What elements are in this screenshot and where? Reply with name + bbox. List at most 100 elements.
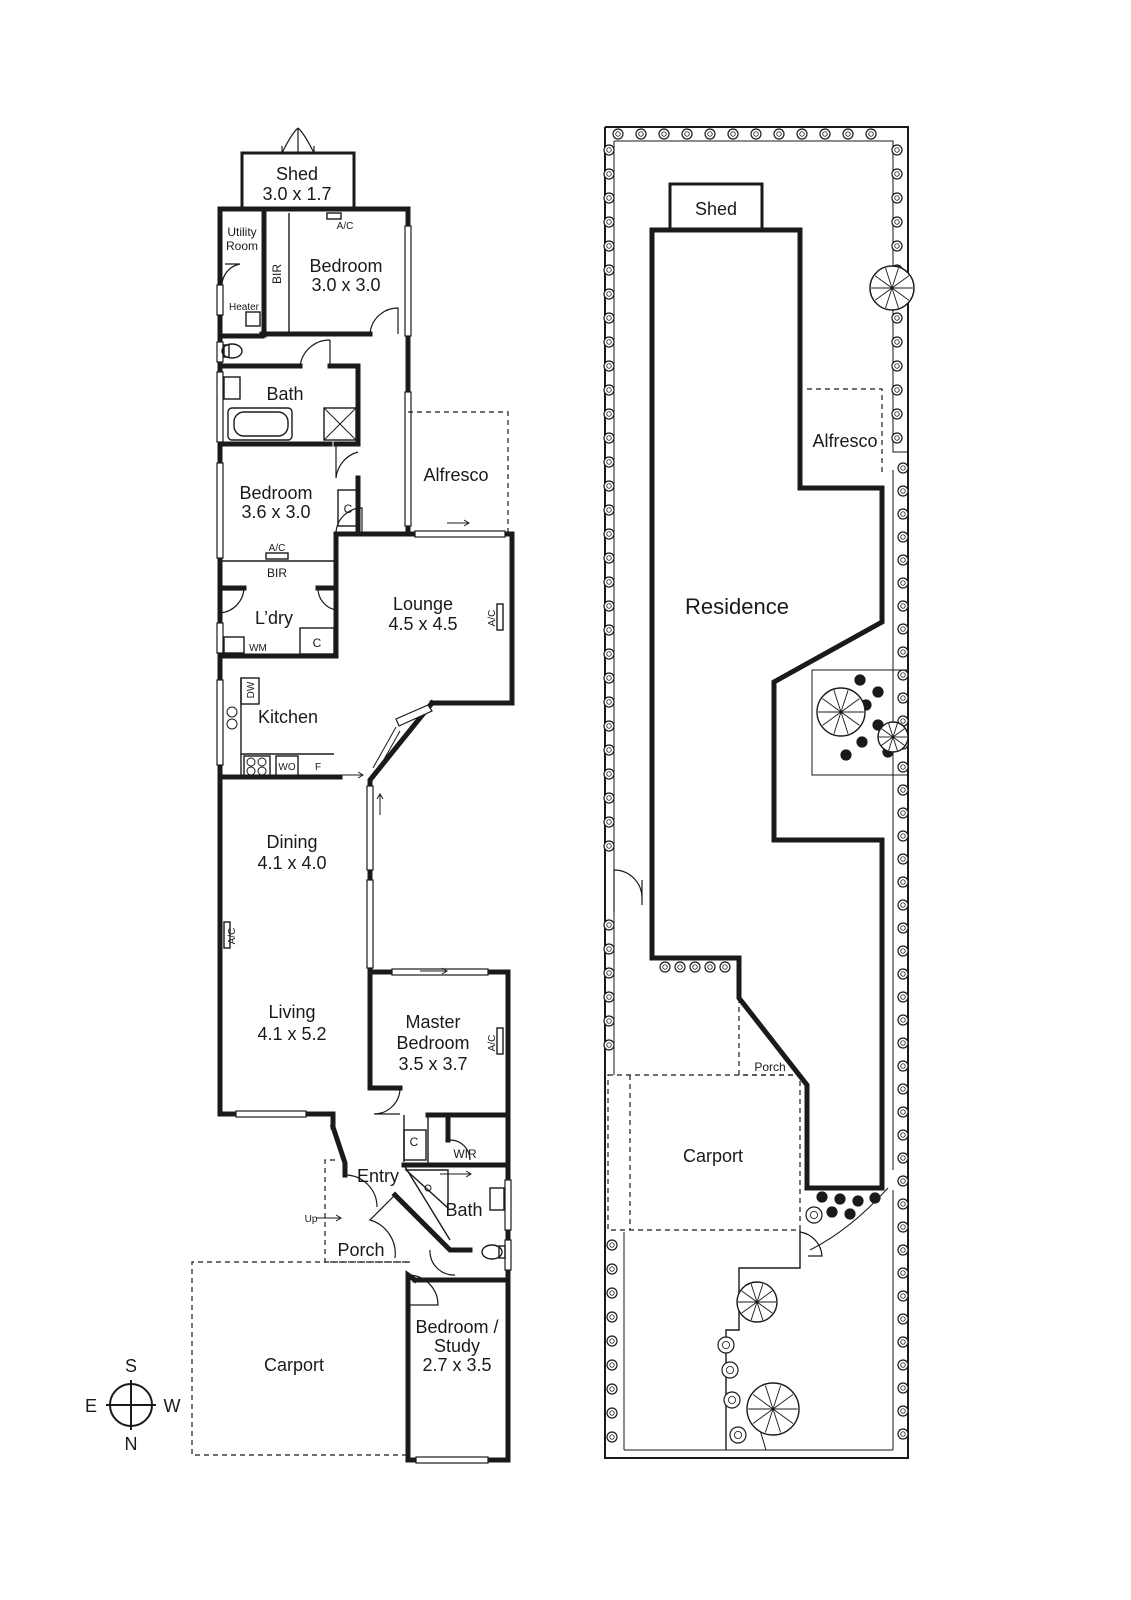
shrub-core: [730, 131, 736, 137]
ac-label-lounge: A/C: [487, 610, 498, 627]
shrub-core: [684, 131, 690, 137]
shrub: [603, 672, 615, 684]
tree-branch: [756, 1301, 764, 1321]
shrub: [603, 720, 615, 732]
shrub-core: [722, 964, 728, 970]
shrub: [603, 168, 615, 180]
shrub-core: [606, 243, 612, 249]
dining-label: Dining: [266, 832, 317, 852]
tree-branch: [892, 723, 898, 738]
shrub: [891, 432, 903, 444]
master-cupboard-label: C: [410, 1135, 419, 1149]
shrub: [897, 646, 909, 658]
shrub: [897, 1221, 909, 1233]
shrub-core: [606, 771, 612, 777]
wm-label: WM: [249, 643, 267, 654]
shrub-core: [900, 1086, 906, 1092]
shrub-core: [900, 764, 906, 770]
shrub-core: [900, 1270, 906, 1276]
shrub-core: [606, 651, 612, 657]
shrub: [603, 432, 615, 444]
shrub-core: [753, 131, 759, 137]
tree-branch: [752, 1408, 774, 1424]
shrub: [897, 577, 909, 589]
shrub-core: [900, 649, 906, 655]
shrub: [897, 761, 909, 773]
shrub: [897, 462, 909, 474]
shrub-core: [606, 1042, 612, 1048]
shrub-core: [894, 435, 900, 441]
shrub-core: [900, 1293, 906, 1299]
shrub-core: [900, 1155, 906, 1161]
shrub-core: [606, 147, 612, 153]
shrub: [606, 1263, 618, 1275]
shrub-core: [900, 948, 906, 954]
shrub-core: [606, 922, 612, 928]
compass-west: W: [164, 1396, 181, 1416]
shrub: [603, 480, 615, 492]
plantings: [603, 128, 915, 1444]
shrub-core: [606, 291, 612, 297]
tree-branch: [840, 698, 860, 713]
shrub: [897, 1198, 909, 1210]
shrub: [796, 128, 808, 140]
shrub: [865, 128, 877, 140]
shrub-core: [900, 557, 906, 563]
shrub: [689, 961, 701, 973]
shrub-core: [900, 1224, 906, 1230]
shrub-core: [894, 171, 900, 177]
shrub-core: [722, 1341, 731, 1350]
shrub: [897, 1037, 909, 1049]
shrub: [897, 531, 909, 543]
tree-branch: [750, 1283, 758, 1303]
shrub: [606, 1359, 618, 1371]
shrub-core: [900, 626, 906, 632]
shrub: [826, 1206, 838, 1218]
dining-dims: 4.1 x 4.0: [257, 853, 326, 873]
tree-branch: [741, 1290, 758, 1303]
shrub: [773, 128, 785, 140]
shrub-core: [606, 195, 612, 201]
shrub-core: [900, 787, 906, 793]
lounge-label: Lounge: [393, 594, 453, 614]
living-label: Living: [268, 1002, 315, 1022]
tree-branch: [881, 736, 894, 746]
shrub-core: [606, 627, 612, 633]
shrub: [872, 686, 884, 698]
shrub: [897, 945, 909, 957]
tree-branch: [772, 1394, 794, 1410]
tree-branch: [885, 267, 893, 289]
shrub-core: [677, 964, 683, 970]
shrub: [603, 943, 615, 955]
floor-plan: Shed 3.0 x 1.7 Utility Room Heater BIR A…: [85, 127, 515, 1464]
shrub: [603, 240, 615, 252]
shrub-core: [900, 1178, 906, 1184]
shrub: [897, 1336, 909, 1348]
bedroom-mid-label: Bedroom: [239, 483, 312, 503]
shrub: [897, 1267, 909, 1279]
tree-branch: [891, 287, 910, 301]
site-carport: [607, 1074, 801, 1231]
site-alfresco-label: Alfresco: [812, 431, 877, 451]
shrub-core: [900, 902, 906, 908]
shrub-core: [894, 243, 900, 249]
wir-label: WIR: [453, 1147, 477, 1161]
tree-branch: [822, 711, 842, 726]
shrub: [603, 336, 615, 348]
shrub-core: [900, 1017, 906, 1023]
carport-label: Carport: [264, 1355, 324, 1375]
shrub: [603, 360, 615, 372]
floor-plan-labels: Shed 3.0 x 1.7 Utility Room Heater BIR A…: [226, 164, 499, 1375]
shrub-core: [900, 810, 906, 816]
lounge-dims: 4.5 x 4.5: [388, 614, 457, 634]
shrub-core: [900, 1201, 906, 1207]
shrub: [603, 144, 615, 156]
site-carport-label: Carport: [683, 1146, 743, 1166]
shrub: [606, 1383, 618, 1395]
front-gate: [799, 1231, 823, 1257]
door-swings: [219, 263, 471, 1306]
tree-branch: [892, 736, 898, 751]
shrub-core: [894, 339, 900, 345]
shrub-core: [900, 488, 906, 494]
